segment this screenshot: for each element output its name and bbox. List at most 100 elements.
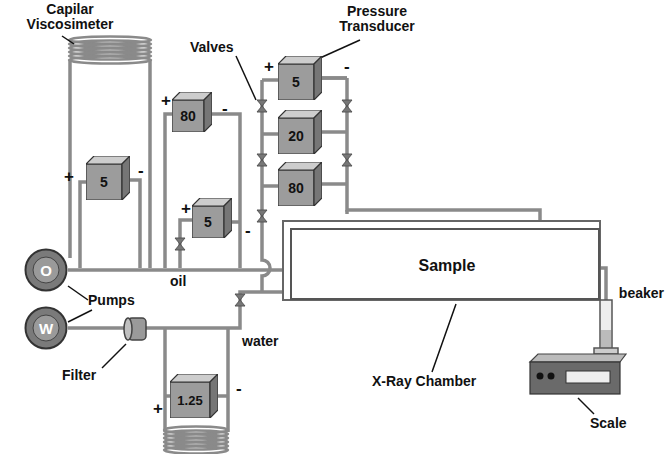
beaker xyxy=(594,300,618,354)
part-label: Pumps xyxy=(88,293,135,308)
beaker-tube xyxy=(600,300,612,350)
pipe xyxy=(322,78,347,214)
pipe xyxy=(180,220,192,268)
part-label: Valves xyxy=(190,40,234,55)
pipe xyxy=(68,60,72,258)
pipe xyxy=(262,80,278,186)
cube-front xyxy=(170,382,210,418)
polarity-sign: - xyxy=(138,162,144,181)
polarity-sign: + xyxy=(64,168,74,187)
cube-side xyxy=(224,198,232,238)
cube-outline xyxy=(192,198,232,238)
scale-body xyxy=(530,362,620,394)
valve-symbol xyxy=(257,100,267,112)
cube-front xyxy=(192,206,224,238)
leader-line xyxy=(320,40,360,58)
cube-front xyxy=(86,164,122,200)
pipe-connector xyxy=(68,270,290,271)
coil-winding xyxy=(69,57,151,64)
pipe xyxy=(232,220,240,224)
pipe xyxy=(165,114,172,268)
scale-top xyxy=(530,354,626,362)
pressure-transducer: 80 xyxy=(278,162,322,206)
pump: W xyxy=(24,306,68,350)
cube-front xyxy=(278,118,314,154)
cube-front xyxy=(278,64,314,100)
leader-line xyxy=(578,398,594,414)
filter-face xyxy=(124,318,132,340)
polarity-sign: + xyxy=(264,58,274,77)
part-label: Filter xyxy=(62,368,96,383)
part-label: Scale xyxy=(590,416,627,431)
cube-front xyxy=(278,170,314,206)
leader-line xyxy=(68,286,88,300)
node-text: 5 xyxy=(192,206,224,238)
pipe xyxy=(212,114,240,268)
scale-button xyxy=(537,373,544,380)
filter xyxy=(124,318,146,340)
part-label: water xyxy=(242,334,279,349)
valve-symbol xyxy=(175,238,185,250)
node-text: 5 xyxy=(86,164,122,200)
leader-line xyxy=(68,310,92,322)
scale-button xyxy=(548,373,555,380)
pipe xyxy=(70,60,606,432)
polarity-sign: - xyxy=(222,100,228,119)
pressure-transducer: 5 xyxy=(86,156,130,200)
capillary-coil xyxy=(69,37,228,454)
pipe xyxy=(80,182,86,268)
valve-symbol xyxy=(257,210,267,222)
polarity-sign: + xyxy=(161,92,171,111)
pipe xyxy=(148,60,152,268)
cube-side xyxy=(204,92,212,132)
leader-line xyxy=(102,344,126,368)
polarity-sign: - xyxy=(236,380,242,399)
coil-winding xyxy=(164,447,228,454)
polarity-sign: + xyxy=(181,200,191,219)
cube-side xyxy=(314,162,322,206)
cube-side xyxy=(122,156,130,200)
pressure-transducer: 5 xyxy=(278,56,322,100)
pump: O xyxy=(24,248,68,292)
node-text: 1.25 xyxy=(170,382,210,418)
polarity-sign: - xyxy=(344,58,350,77)
pipe xyxy=(68,268,290,272)
node-text: 5 xyxy=(278,64,314,100)
pipe xyxy=(130,180,140,268)
pressure-transducer: 80 xyxy=(172,92,212,132)
scale-display xyxy=(566,371,610,383)
valve-symbol xyxy=(342,154,352,166)
pipe xyxy=(226,328,230,432)
node-text: 20 xyxy=(278,118,314,154)
polarity-sign: - xyxy=(245,222,251,241)
leader-line xyxy=(62,36,74,44)
pipe xyxy=(68,292,290,328)
part-label: X-Ray Chamber xyxy=(372,374,476,389)
beaker-liquid xyxy=(601,330,611,349)
node-text: W xyxy=(24,306,68,350)
pipe-connector xyxy=(68,292,290,328)
pressure-transducer: 5 xyxy=(192,198,232,238)
polarity-sign: + xyxy=(153,400,163,419)
cube-side xyxy=(314,110,322,154)
leader-line xyxy=(236,56,256,100)
leader-line xyxy=(432,304,456,372)
node-text: 80 xyxy=(172,100,204,132)
part-label: oil xyxy=(170,274,186,289)
pressure-transducer: 1.25 xyxy=(170,374,218,418)
valve-symbol xyxy=(235,294,245,306)
part-label: beaker xyxy=(619,286,664,301)
leader-line xyxy=(62,36,594,414)
node-text: 80 xyxy=(278,170,314,206)
cube-side xyxy=(210,374,218,418)
part-label: Pressure Transducer xyxy=(322,4,432,35)
pipe xyxy=(347,78,540,226)
node-text: Sample xyxy=(292,230,602,302)
scale xyxy=(530,354,626,394)
pressure-transducer: 20 xyxy=(278,110,322,154)
cube-outline xyxy=(86,156,130,200)
part-label: Capilar Viscosimeter xyxy=(18,2,122,33)
cube-front xyxy=(172,100,204,132)
cube-side xyxy=(314,56,322,100)
